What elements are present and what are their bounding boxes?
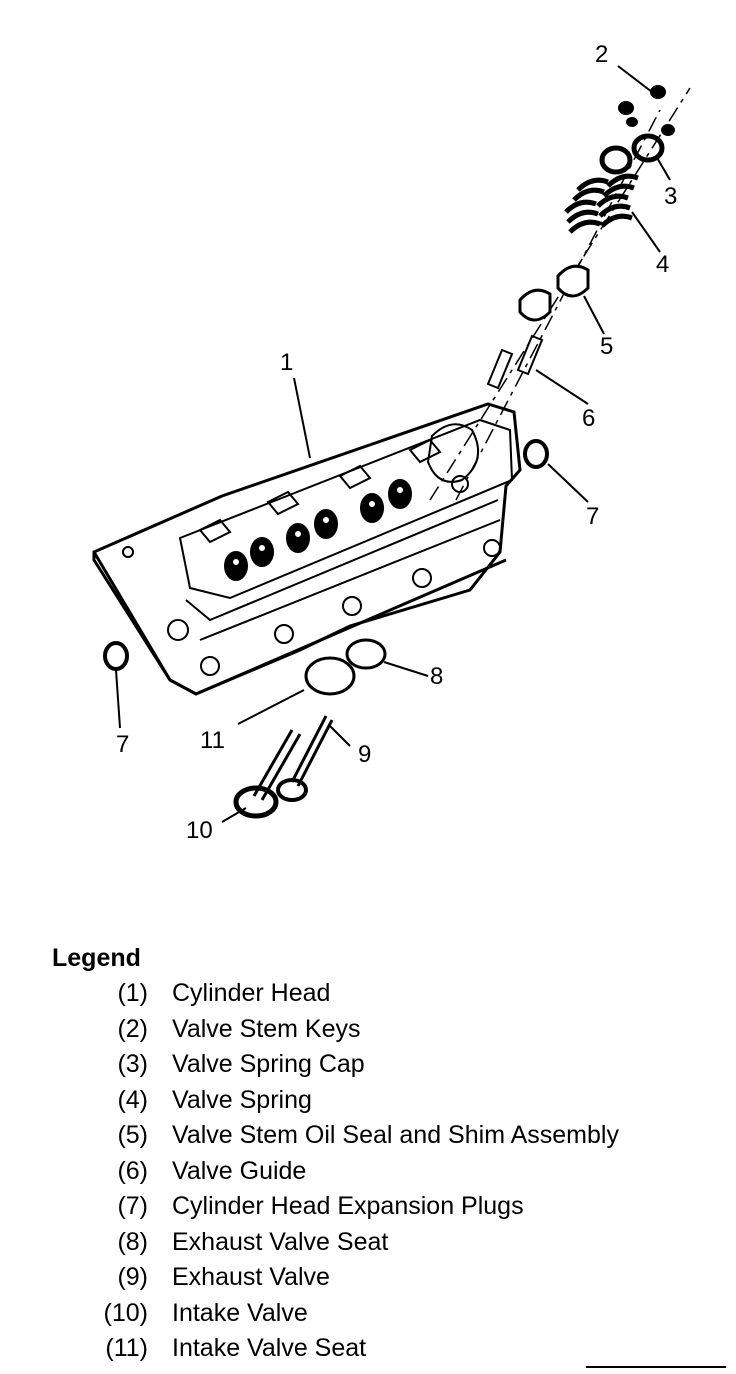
callout-4: 4 (656, 251, 669, 278)
legend-label: Valve Spring Cap (172, 1050, 365, 1078)
legend-number: (4) (117, 1085, 148, 1114)
callout-9: 9 (358, 741, 371, 768)
legend-label: Valve Stem Keys (172, 1014, 361, 1043)
callout-5: 5 (600, 333, 613, 360)
legend-number: (6) (117, 1156, 148, 1185)
legend-label: Cylinder Head Expansion Plugs (172, 1192, 524, 1220)
callout-6: 6 (582, 405, 595, 432)
legend-label: Valve Stem Oil Seal and Shim Assembly (172, 1121, 619, 1149)
callout-7-left: 7 (116, 731, 129, 758)
exploded-view-diagram: 1 2 3 4 5 6 7 7 8 9 10 11 (92, 41, 691, 844)
legend-label: Exhaust Valve (172, 1263, 330, 1291)
legend-item: (2) Valve Stem Keys (52, 1015, 732, 1051)
legend-title: Legend (52, 944, 141, 972)
callout-11: 11 (200, 727, 225, 754)
valve-stem-oil-seals (518, 264, 590, 322)
callout-2: 2 (595, 41, 608, 68)
valve-spring-caps (599, 133, 665, 175)
callout-10: 10 (186, 817, 213, 844)
exhaust-valve-seat (345, 638, 387, 670)
legend-label: Intake Valve (172, 1298, 308, 1327)
expansion-plug-left (103, 641, 129, 671)
intake-valve (233, 729, 302, 819)
callout-7-right: 7 (586, 503, 599, 530)
bottom-rule (586, 1366, 726, 1368)
legend-item: (9) Exhaust Valve (52, 1263, 732, 1299)
cylinder-head (92, 402, 522, 696)
expansion-plug-right (523, 439, 549, 469)
legend-number: (2) (117, 1014, 148, 1043)
legend-item: (7) Cylinder Head Expansion Plugs (52, 1192, 732, 1228)
exhaust-valve (276, 715, 334, 802)
legend-number: (1) (117, 979, 148, 1007)
valve-stem-keys (618, 85, 675, 136)
legend-label: Intake Valve Seat (172, 1334, 367, 1362)
legend-number: (11) (105, 1334, 148, 1362)
legend-item: (8) Exhaust Valve Seat (52, 1228, 732, 1264)
legend-item: (6) Valve Guide (52, 1157, 732, 1193)
legend: Legend (1) Cylinder Head (2) Valve Stem Ke… (52, 944, 732, 1370)
callout-8: 8 (430, 663, 443, 690)
legend-number: (8) (117, 1227, 148, 1256)
legend-number: (3) (117, 1050, 148, 1078)
legend-item: (3) Valve Spring Cap (52, 1050, 732, 1086)
legend-label: Exhaust Valve Seat (172, 1227, 389, 1256)
intake-valve-seat (304, 656, 356, 696)
callout-3: 3 (664, 183, 677, 210)
legend-number: (10) (103, 1298, 148, 1327)
legend-number: (7) (117, 1192, 148, 1220)
legend-label: Valve Spring (172, 1085, 312, 1114)
legend-item: (1) Cylinder Head (52, 979, 732, 1015)
valve-guides (486, 334, 544, 390)
legend-label: Cylinder Head (172, 979, 331, 1007)
legend-item: (10) Intake Valve (52, 1299, 732, 1335)
legend-number: (5) (117, 1121, 148, 1149)
legend-item: (4) Valve Spring (52, 1086, 732, 1122)
legend-number: (9) (117, 1263, 148, 1291)
legend-item: (11) Intake Valve Seat (52, 1334, 732, 1370)
legend-item: (5) Valve Stem Oil Seal and Shim Assembly (52, 1121, 732, 1157)
valve-springs (564, 173, 639, 234)
callout-1: 1 (280, 349, 293, 376)
legend-label: Valve Guide (172, 1156, 307, 1185)
